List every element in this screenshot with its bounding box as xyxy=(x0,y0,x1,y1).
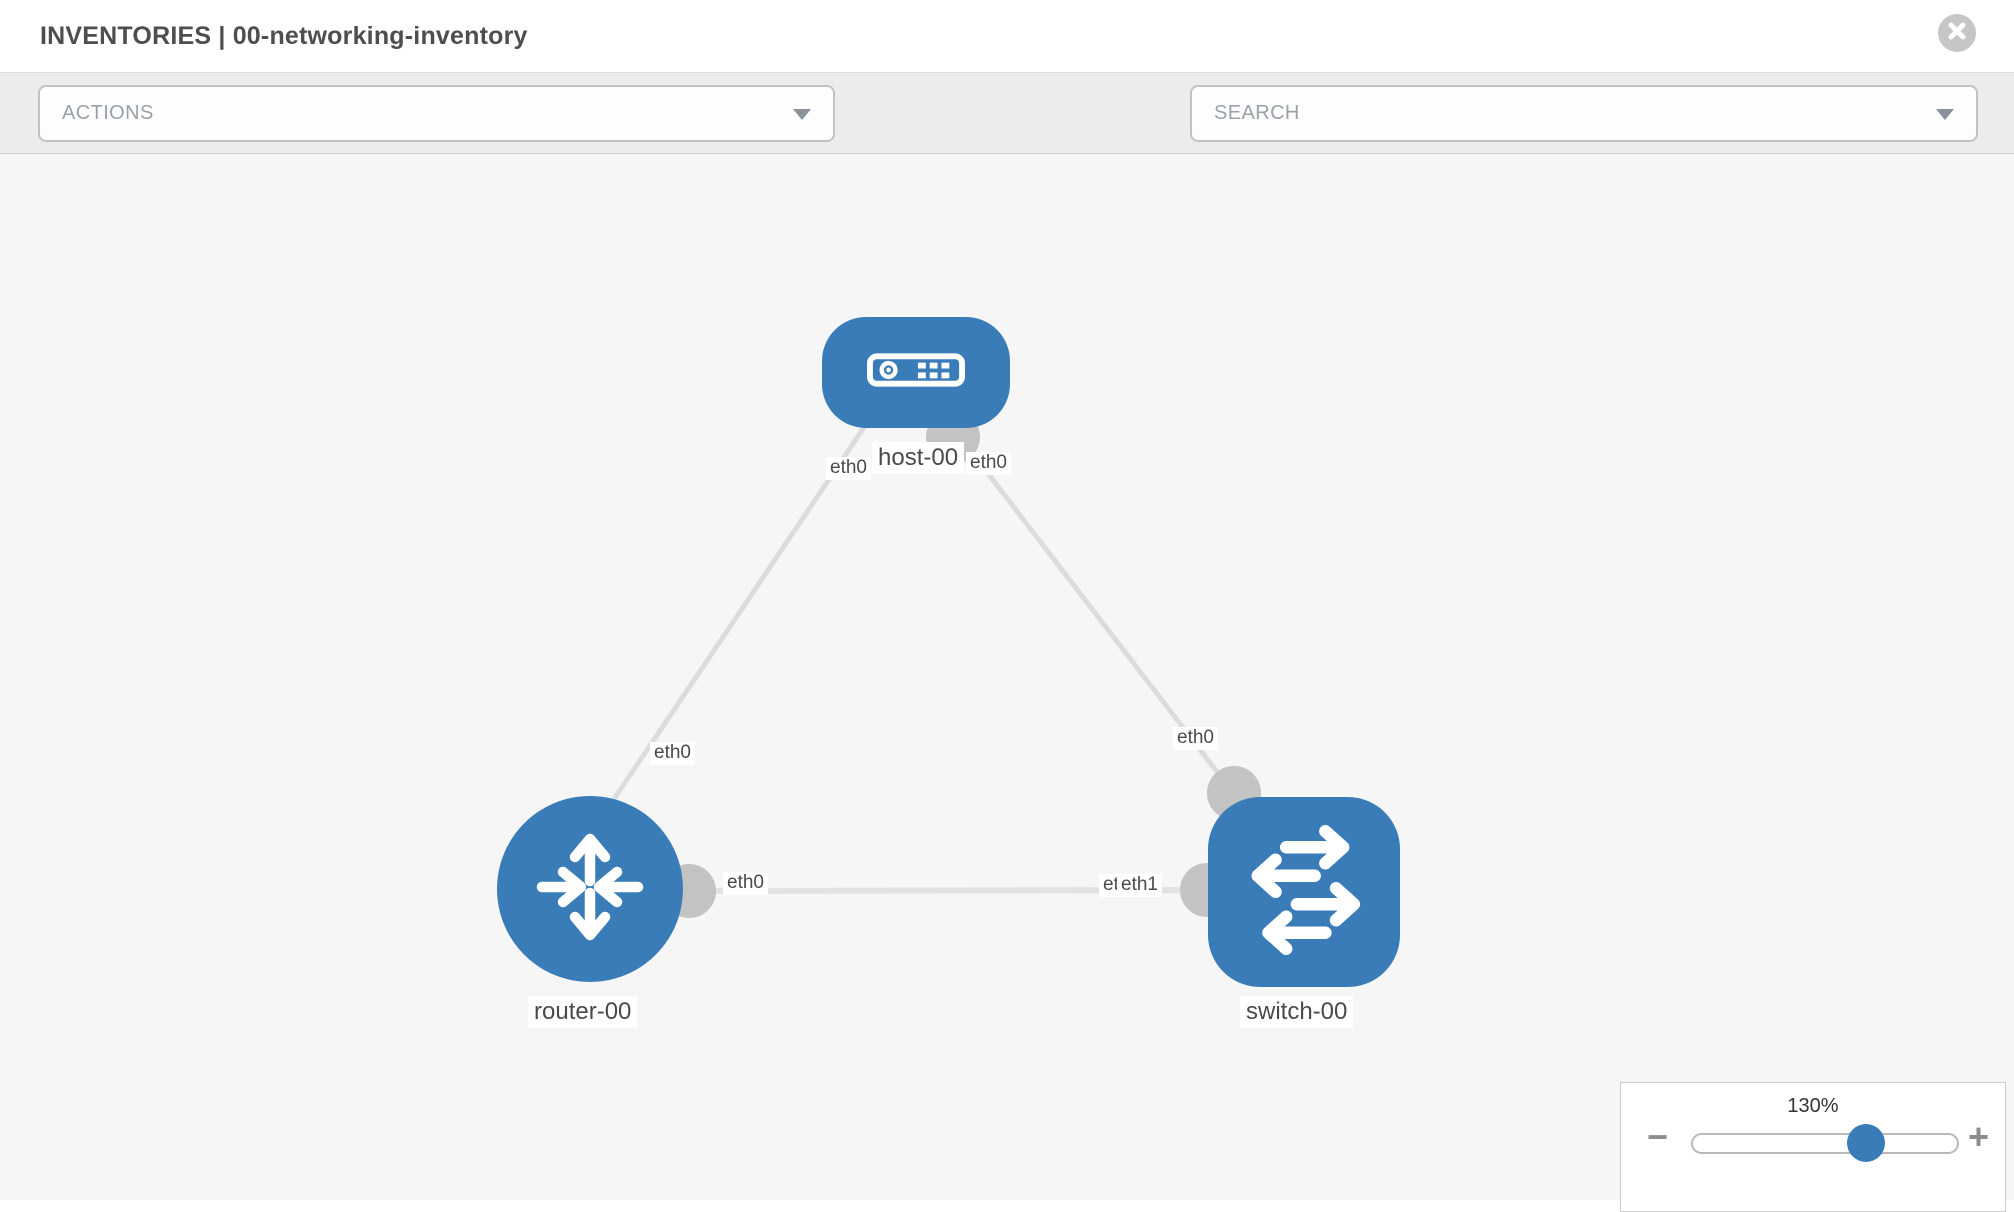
zoom-in-button[interactable]: + xyxy=(1967,1116,1989,1157)
interface-label-router-top: eth0 xyxy=(650,742,695,765)
switch-icon xyxy=(1214,801,1394,984)
interface-label-host-right: eth0 xyxy=(966,452,1011,475)
link-host-router[interactable] xyxy=(609,415,874,804)
router-icon xyxy=(515,812,665,967)
actions-dropdown-label: ACTIONS xyxy=(62,102,154,124)
node-switch-00[interactable] xyxy=(1208,797,1400,987)
interface-label-host-left: eth0 xyxy=(826,457,871,480)
topology-links-layer xyxy=(609,415,1236,894)
node-label-router-00: router-00 xyxy=(528,996,638,1028)
interface-label-switch-left-eth1: eth1 xyxy=(1117,874,1162,897)
host-icon xyxy=(867,353,965,392)
zoom-slider-track[interactable] xyxy=(1691,1124,1959,1162)
interface-label-switch-top: eth0 xyxy=(1173,727,1218,750)
actions-dropdown[interactable]: ACTIONS xyxy=(38,85,835,142)
page-header: INVENTORIES | 00-networking-inventory xyxy=(0,0,2014,73)
chevron-down-icon xyxy=(793,108,811,120)
topology-canvas[interactable]: host-00 router-00 switch-00 eth0 eth0 et… xyxy=(0,154,2014,1200)
close-button[interactable] xyxy=(1938,14,1976,52)
search-dropdown[interactable]: SEARCH xyxy=(1190,85,1978,142)
node-label-host-00: host-00 xyxy=(872,442,965,474)
close-icon xyxy=(1947,21,1967,46)
chevron-down-icon xyxy=(1936,108,1954,120)
node-router-00[interactable] xyxy=(497,796,683,982)
node-host-00[interactable] xyxy=(822,317,1010,428)
page-title: INVENTORIES | 00-networking-inventory xyxy=(40,21,528,50)
zoom-level-value: 130% xyxy=(1787,1095,1839,1117)
interface-label-router-right: eth0 xyxy=(723,872,768,895)
search-dropdown-label: SEARCH xyxy=(1214,102,1300,124)
zoom-slider-thumb[interactable] xyxy=(1847,1124,1885,1162)
toolbar: ACTIONS SEARCH xyxy=(0,73,2014,202)
zoom-out-button[interactable]: − xyxy=(1647,1116,1669,1157)
node-label-switch-00: switch-00 xyxy=(1240,996,1354,1028)
zoom-panel: 130% − + xyxy=(1620,1082,2006,1212)
